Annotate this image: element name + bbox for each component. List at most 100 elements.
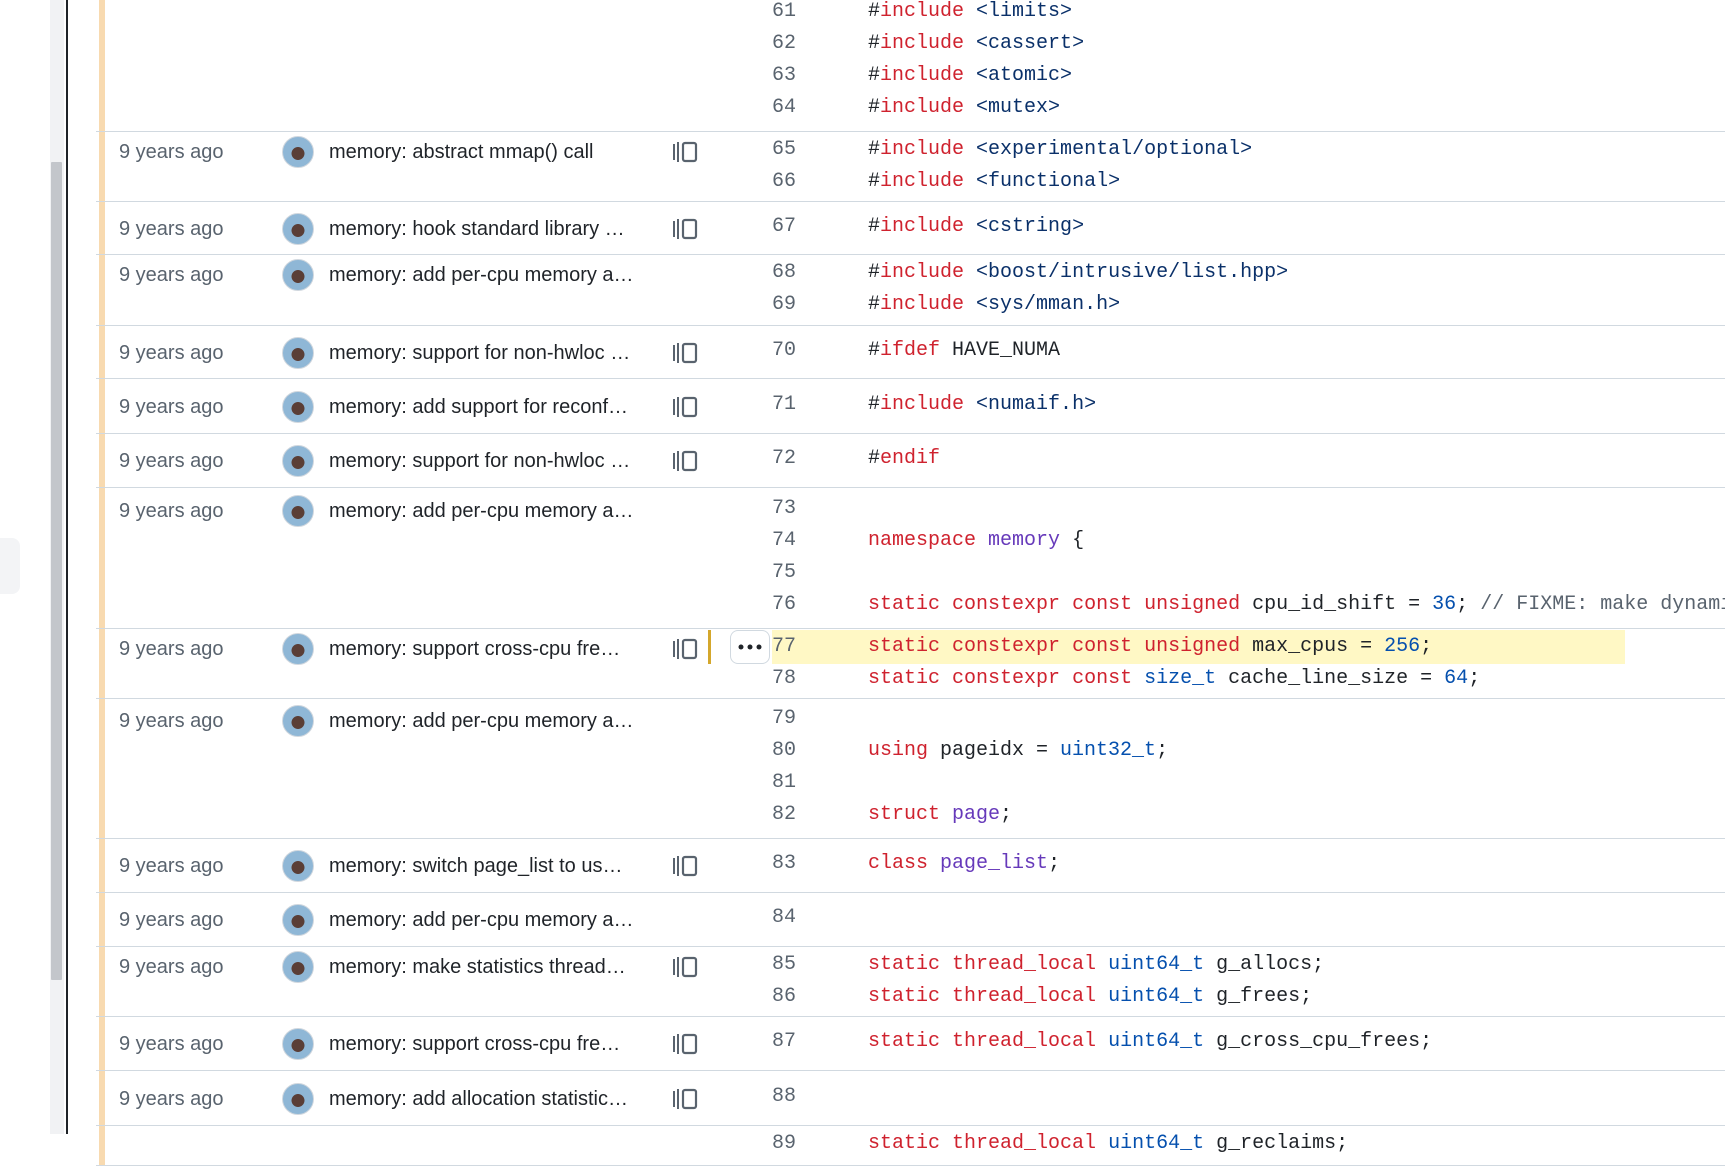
line-number[interactable]: 88 <box>771 1085 796 1108</box>
author-avatar[interactable] <box>282 705 314 737</box>
commit-message-link[interactable]: memory: abstract mmap() call <box>329 141 594 163</box>
code-token: # <box>868 96 881 119</box>
commit-age: 9 years ago <box>119 710 224 732</box>
author-avatar[interactable] <box>282 850 314 882</box>
commit-message-link[interactable]: memory: add per-cpu memory a… <box>329 500 634 522</box>
line-number[interactable]: 78 <box>771 667 796 690</box>
line-number[interactable]: 64 <box>771 96 796 119</box>
line-number[interactable]: 74 <box>771 529 796 552</box>
commit-message-link[interactable]: memory: add support for reconf… <box>329 396 629 418</box>
line-number[interactable]: 89 <box>771 1132 796 1155</box>
reblame-icon[interactable] <box>670 854 700 878</box>
reblame-icon[interactable] <box>670 1032 700 1056</box>
author-avatar[interactable] <box>282 495 314 527</box>
scrollbar-thumb[interactable] <box>51 162 62 980</box>
line-number[interactable]: 61 <box>771 0 796 23</box>
author-avatar[interactable] <box>282 1083 314 1115</box>
line-number[interactable]: 86 <box>771 985 796 1008</box>
code-token: 256 <box>1384 635 1421 658</box>
age-indicator-bar <box>99 326 105 378</box>
reblame-icon[interactable] <box>670 395 700 419</box>
code-token: static <box>868 1030 941 1053</box>
line-number[interactable]: 67 <box>771 215 796 238</box>
author-avatar[interactable] <box>282 1028 314 1060</box>
commit-message-link[interactable]: memory: support for non-hwloc … <box>329 342 631 364</box>
line-number[interactable]: 66 <box>771 170 796 193</box>
reblame-icon[interactable] <box>670 217 700 241</box>
side-panel-tab[interactable] <box>0 538 20 594</box>
commit-message-link[interactable]: memory: hook standard library … <box>329 218 625 240</box>
author-avatar[interactable] <box>282 213 314 245</box>
line-number[interactable]: 73 <box>771 497 796 520</box>
reblame-icon[interactable] <box>670 955 700 979</box>
commit-message-link[interactable]: memory: add per-cpu memory a… <box>329 264 634 286</box>
line-number[interactable]: 81 <box>771 771 796 794</box>
code-token: unsigned <box>1144 635 1241 658</box>
line-number[interactable]: 83 <box>771 852 796 875</box>
code-token: # <box>868 393 881 416</box>
code-line: #include <cassert> <box>868 30 1084 58</box>
code-line: #include <mutex> <box>868 94 1060 122</box>
author-avatar[interactable] <box>282 445 314 477</box>
code-line: #ifdef HAVE_NUMA <box>868 337 1060 365</box>
author-avatar[interactable] <box>282 633 314 665</box>
commit-message-link[interactable]: memory: switch page_list to us… <box>329 855 623 877</box>
commit-age: 9 years ago <box>119 396 224 418</box>
author-avatar[interactable] <box>282 259 314 291</box>
line-number[interactable]: 75 <box>771 561 796 584</box>
commit-message-link[interactable]: memory: support for non-hwloc … <box>329 450 631 472</box>
reblame-icon[interactable] <box>670 341 700 365</box>
line-number[interactable]: 71 <box>771 393 796 416</box>
commit-message-link[interactable]: memory: support cross-cpu fre… <box>329 638 621 660</box>
code-line: #include <sys/mman.h> <box>868 291 1120 319</box>
code-token: <cstring> <box>976 215 1085 238</box>
commit-message-link[interactable]: memory: make statistics thread… <box>329 956 626 978</box>
reblame-icon[interactable] <box>670 637 700 661</box>
line-number[interactable]: 85 <box>771 953 796 976</box>
line-number[interactable]: 79 <box>771 707 796 730</box>
line-number[interactable]: 68 <box>771 261 796 284</box>
line-number[interactable]: 65 <box>771 138 796 161</box>
code-token: uint32_t <box>1060 739 1157 762</box>
line-number[interactable]: 63 <box>771 64 796 87</box>
author-avatar[interactable] <box>282 391 314 423</box>
line-options-button[interactable] <box>730 630 770 664</box>
reblame-icon[interactable] <box>670 140 700 164</box>
reblame-icon[interactable] <box>670 449 700 473</box>
line-number[interactable]: 77 <box>771 635 796 658</box>
code-token: constexpr <box>952 593 1061 616</box>
code-token: # <box>868 138 881 161</box>
code-token: ; <box>1048 852 1061 875</box>
commit-age: 9 years ago <box>119 956 224 978</box>
code-token: ; <box>1420 635 1433 658</box>
line-number[interactable]: 72 <box>771 447 796 470</box>
line-number[interactable]: 80 <box>771 739 796 762</box>
code-token: page_list <box>940 852 1049 875</box>
line-number[interactable]: 82 <box>771 803 796 826</box>
commit-message-link[interactable]: memory: add per-cpu memory a… <box>329 909 634 931</box>
author-avatar[interactable] <box>282 136 314 168</box>
age-indicator-bar <box>99 488 105 628</box>
line-number[interactable]: 84 <box>771 906 796 929</box>
author-avatar[interactable] <box>282 904 314 936</box>
age-indicator-bar <box>99 629 105 698</box>
commit-message-link[interactable]: memory: add allocation statistic… <box>329 1088 629 1110</box>
code-token <box>940 1132 952 1155</box>
commit-message-link[interactable]: memory: add per-cpu memory a… <box>329 710 634 732</box>
line-number[interactable]: 70 <box>771 339 796 362</box>
code-token <box>976 529 988 552</box>
author-avatar[interactable] <box>282 337 314 369</box>
commit-message-link[interactable]: memory: support cross-cpu fre… <box>329 1033 621 1055</box>
code-token: include <box>880 32 965 55</box>
author-avatar[interactable] <box>282 951 314 983</box>
reblame-icon[interactable] <box>670 1087 700 1111</box>
line-number[interactable]: 62 <box>771 32 796 55</box>
line-number[interactable]: 87 <box>771 1030 796 1053</box>
line-number[interactable]: 69 <box>771 293 796 316</box>
code-line: #include <experimental/optional> <box>868 136 1252 164</box>
code-line: static thread_local uint64_t g_frees; <box>868 983 1312 1011</box>
line-number[interactable]: 76 <box>771 593 796 616</box>
